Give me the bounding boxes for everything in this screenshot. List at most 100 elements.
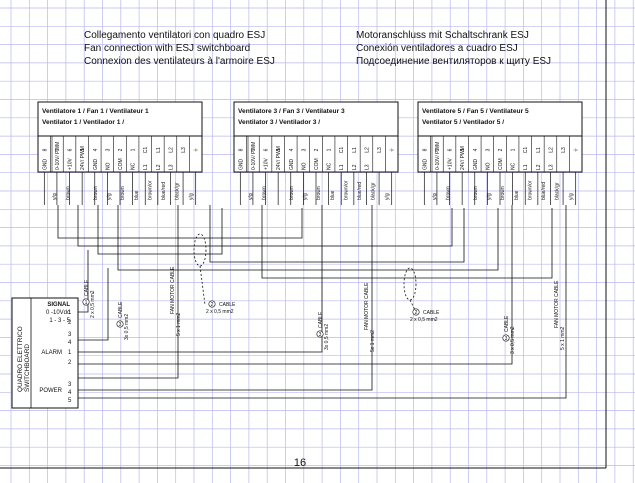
wire-color-label: blue/red	[541, 182, 547, 200]
fan-block-header	[37, 101, 203, 137]
terminal-number: 1	[511, 148, 517, 151]
terminal-function: GND	[93, 159, 99, 171]
fan-block-title-1: Ventilatore 3 / Fan 3 / Ventilateur 3	[238, 108, 345, 115]
terminal-number: 7	[251, 148, 257, 151]
terminal-number: 5	[276, 148, 282, 151]
cable-spec: 5x 1 mm2	[370, 330, 376, 352]
terminal-number: L3	[181, 147, 187, 153]
switchboard-outline	[11, 297, 79, 409]
title-right-line-3: Подсоединение вентиляторов к щиту ESJ	[356, 56, 551, 67]
terminal-number: C1	[523, 147, 529, 154]
wire-color-label: blue	[330, 190, 336, 200]
cable-bundle-marker-1	[193, 233, 207, 267]
terminal-number: 4	[289, 148, 295, 151]
cable-spec: 3 x 0,5 mm2	[510, 326, 516, 354]
wire-color-label: brown/or	[527, 180, 533, 200]
cable-number-circle	[412, 308, 420, 316]
terminal-function: +10V	[448, 158, 454, 170]
switchboard-side-label-1: QUADRO ELETTRICO	[17, 326, 24, 392]
terminal-number: C1	[339, 147, 345, 154]
cable-bundle-leader-1	[199, 265, 206, 306]
terminal-number: L1	[536, 147, 542, 153]
cable-number-circle	[316, 330, 324, 338]
bus-line-5	[117, 205, 499, 271]
cable-name: CABLE	[219, 302, 236, 308]
bus-line-6	[261, 205, 553, 279]
signal-title: SIGNAL	[47, 302, 70, 308]
title-right: Motoranschluss mit Schaltschrank ESJ Con…	[356, 30, 551, 67]
terminal-number: 2	[314, 148, 320, 151]
title-left-line-3: Connexion des ventilateurs à l'armoire E…	[84, 56, 275, 67]
terminal-number: 2	[498, 148, 504, 151]
terminal-function: GND	[422, 159, 428, 171]
fan-block-3: Ventilatore 3 / Fan 3 / Ventilateur 3 Ven…	[233, 101, 399, 205]
terminal-function: NO	[485, 162, 491, 170]
terminal-number: 3	[105, 148, 111, 151]
terminal-function: 24V/ PWM	[460, 146, 466, 170]
wire-color-label: brown	[289, 186, 295, 200]
terminal-function: 0-10V/ PWM	[251, 142, 257, 170]
cable-spec: 2 x 0,5 mm2	[90, 290, 96, 318]
wire-color-label: brown	[262, 186, 268, 200]
cable-name: FAN MOTOR CABLE	[364, 282, 370, 330]
terminal-function: COM	[314, 158, 320, 170]
wire-color-label: y/g	[52, 193, 58, 200]
cable-name: CABLE	[423, 310, 440, 316]
wire-color-label: y/g	[107, 193, 113, 200]
terminal-number: ⏚	[389, 147, 396, 152]
terminal-function: +10V	[68, 158, 74, 170]
terminal-number: C1	[143, 147, 149, 154]
terminal-number: ⏚	[193, 147, 200, 152]
switchboard-terminal: 5	[68, 398, 72, 404]
terminal-function: L1	[143, 164, 149, 170]
fan-block-title-2: Ventilator 1 / Ventilador 1 /	[42, 119, 124, 126]
terminal-number: ⏚	[573, 147, 580, 152]
terminal-number: L1	[352, 147, 358, 153]
cable-number: 3	[119, 322, 122, 328]
terminal-number: 8	[42, 148, 48, 151]
fan-block-title-2: Ventilator 3 / Ventilador 3 /	[238, 119, 320, 126]
cable-number-circle	[82, 298, 90, 306]
switchboard-terminal: 4	[68, 390, 72, 396]
title-right-line-1: Motoranschluss mit Schaltschrank ESJ	[356, 30, 529, 41]
wire-color-label: black/gr	[371, 182, 377, 200]
terminal-function: 0-10V/ PWM	[55, 142, 61, 170]
wire-color-label: brown	[93, 186, 99, 200]
terminal-function: L1	[339, 164, 345, 170]
cable-number: 3	[505, 336, 508, 342]
cable-name: CABLE	[504, 315, 510, 332]
cable-name: CABLE	[84, 279, 90, 296]
wire-color-label: blue/red	[357, 182, 363, 200]
terminal-function: NC	[131, 162, 137, 170]
wire-color-label: brown	[446, 186, 452, 200]
terminal-function: COM	[118, 158, 124, 170]
cable-number: 1	[85, 300, 88, 306]
terminal-number: 6	[264, 148, 270, 151]
terminal-function: L3	[364, 164, 370, 170]
switchboard-side-label-2: SWITCHBOARD	[24, 344, 31, 392]
bus-line-3	[97, 205, 223, 255]
cable-name: CABLE	[118, 301, 124, 318]
terminal-function: L1	[523, 164, 529, 170]
wire-color-label: brown	[66, 186, 72, 200]
cable-name: FAN MOTOR CABLE	[554, 280, 560, 328]
terminal-strip	[37, 135, 203, 173]
terminal-function: L2	[536, 164, 542, 170]
cable-spec: 2 x 0,5 mm2	[206, 309, 234, 315]
switchboard-panel: QUADRO ELETTRICO SWITCHBOARD SIGNAL 0 -1…	[11, 297, 79, 409]
switchboard-terminal: 1	[68, 350, 72, 356]
cable-number-circle	[208, 300, 216, 308]
terminal-function: COM	[498, 158, 504, 170]
fan-block-5: Ventilatore 5 / Fan 5 / Ventilateur 5Ven…	[417, 101, 583, 205]
terminal-number: 6	[448, 148, 454, 151]
drop-motor-1	[78, 205, 179, 379]
terminal-number: 8	[422, 148, 428, 151]
drop-motor-3	[78, 205, 373, 391]
terminal-function: L2	[156, 164, 162, 170]
